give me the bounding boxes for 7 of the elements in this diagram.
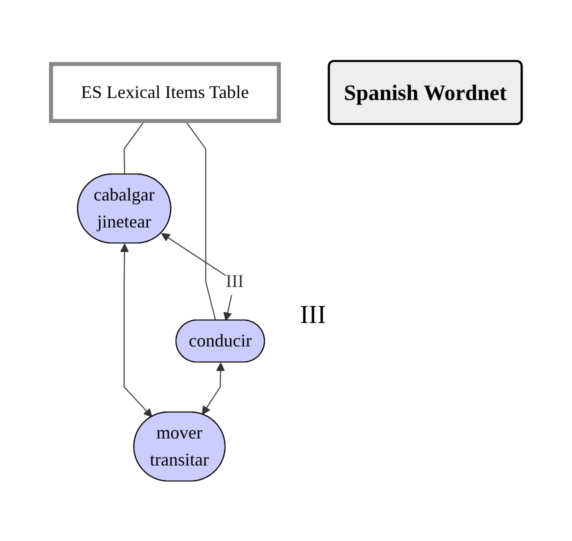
relation-label: III xyxy=(300,300,326,330)
connector xyxy=(123,120,144,174)
connector xyxy=(184,120,216,320)
arrow xyxy=(120,243,152,417)
node-box: ES Lexical Items Table xyxy=(48,62,280,122)
edge-label: III xyxy=(225,270,244,290)
arrow xyxy=(202,362,225,414)
